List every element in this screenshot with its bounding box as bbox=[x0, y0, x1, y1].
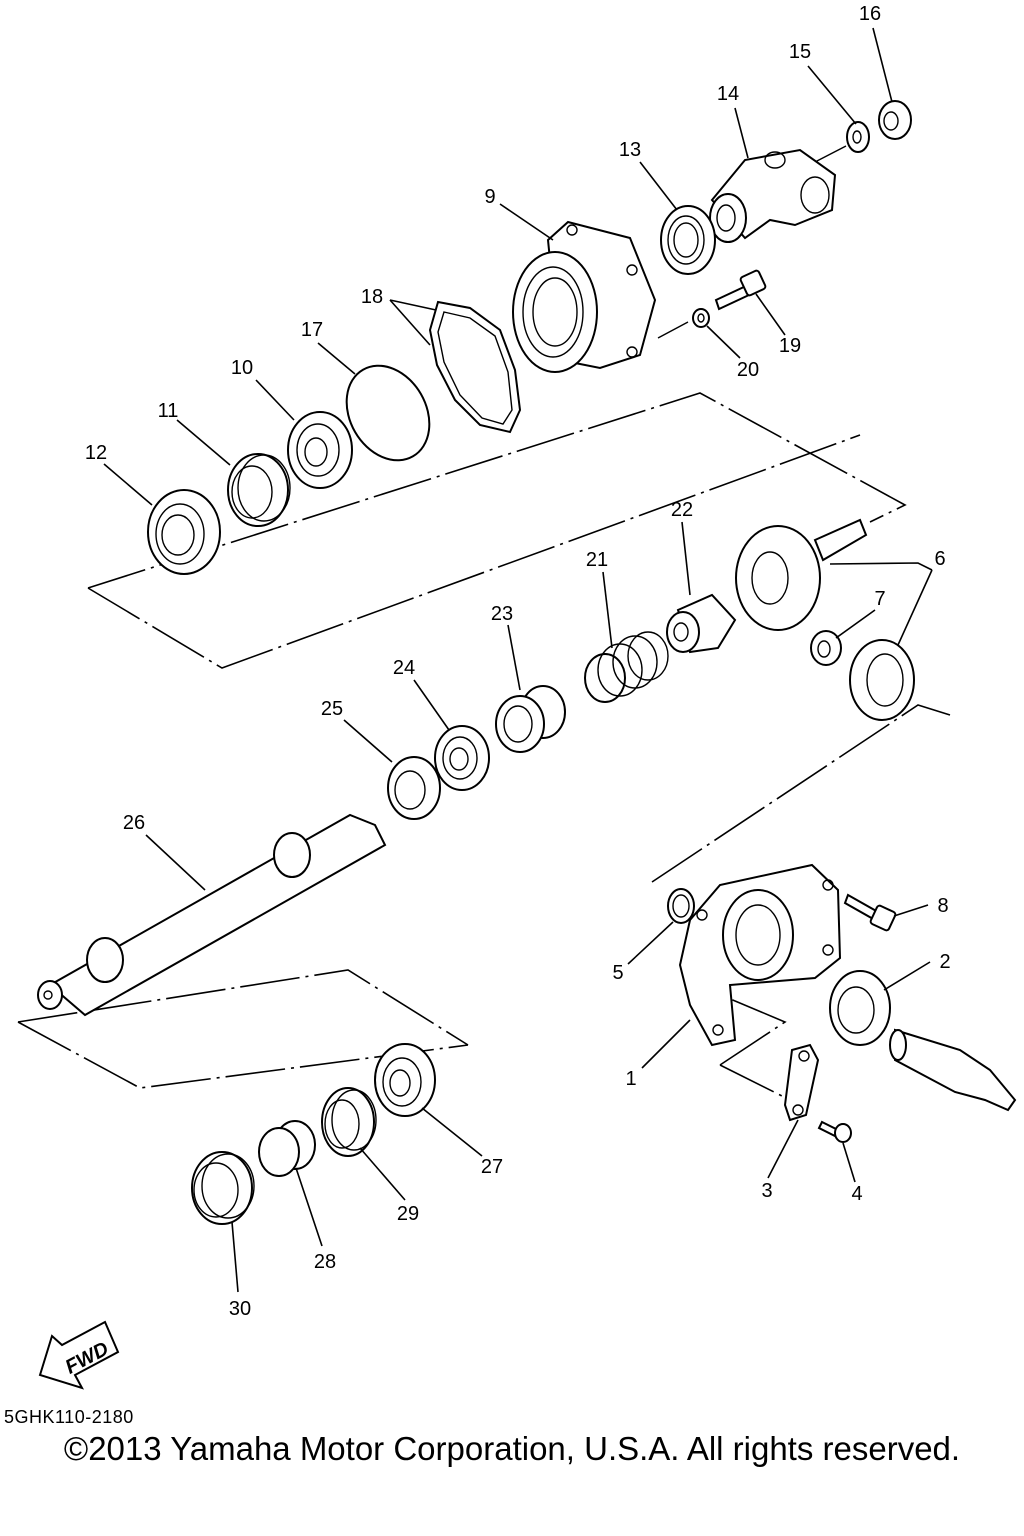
part-24-bearing bbox=[434, 725, 490, 791]
callout-19: 19 bbox=[779, 335, 801, 357]
callout-30: 30 bbox=[229, 1298, 251, 1320]
callout-2: 2 bbox=[939, 951, 950, 973]
callout-5: 5 bbox=[612, 962, 623, 984]
callout-8: 8 bbox=[937, 895, 948, 917]
callout-16: 16 bbox=[859, 3, 881, 25]
part-9-bearing-housing bbox=[512, 220, 657, 373]
callout-3: 3 bbox=[761, 1180, 772, 1202]
part-5-o-ring bbox=[667, 888, 695, 924]
part-8-bolt bbox=[843, 893, 897, 932]
part-4-screw bbox=[817, 1120, 852, 1143]
callout-29: 29 bbox=[397, 1203, 419, 1225]
part-29-ring-nut bbox=[321, 1087, 377, 1157]
callout-22: 22 bbox=[671, 499, 693, 521]
part-14-yoke bbox=[709, 148, 837, 243]
callout-20: 20 bbox=[737, 359, 759, 381]
callout-28: 28 bbox=[314, 1251, 336, 1273]
callout-7: 7 bbox=[874, 588, 885, 610]
callout-21: 21 bbox=[586, 549, 608, 571]
part-16-nut bbox=[878, 100, 912, 140]
callout-15: 15 bbox=[789, 41, 811, 63]
callout-24: 24 bbox=[393, 657, 415, 679]
callout-18: 18 bbox=[361, 286, 383, 308]
callout-13: 13 bbox=[619, 139, 641, 161]
part-13-oil-seal bbox=[660, 205, 716, 275]
callout-6: 6 bbox=[934, 548, 945, 570]
part-20-washer bbox=[692, 308, 710, 328]
leader-lines bbox=[103, 27, 933, 1293]
part-23-collar bbox=[495, 685, 566, 753]
copyright-notice: ©2013 Yamaha Motor Corporation, U.S.A. A… bbox=[63, 1430, 961, 1467]
callout-11: 11 bbox=[158, 400, 179, 422]
callout-9: 9 bbox=[484, 186, 495, 208]
callout-25: 25 bbox=[321, 698, 343, 720]
callout-27: 27 bbox=[481, 1156, 503, 1178]
part-6-gear-set bbox=[735, 518, 915, 721]
part-21-spring bbox=[584, 631, 669, 703]
part-15-washer bbox=[846, 121, 870, 153]
part-12-oil-seal bbox=[147, 489, 221, 575]
part-7-nut bbox=[810, 630, 842, 666]
callout-1: 1 bbox=[625, 1068, 636, 1090]
callout-14: 14 bbox=[717, 83, 739, 105]
assembly-boundaries bbox=[17, 392, 951, 1101]
callout-labels: 16 15 14 13 9 18 17 10 11 12 19 20 22 6 … bbox=[85, 3, 951, 1320]
part-3-bracket bbox=[783, 1043, 820, 1122]
part-17-o-ring bbox=[345, 364, 431, 462]
part-30-oil-seal bbox=[191, 1151, 255, 1225]
callout-12: 12 bbox=[85, 442, 107, 464]
part-25-bearing bbox=[387, 756, 441, 820]
part-26-drive-shaft bbox=[37, 813, 387, 1017]
callout-4: 4 bbox=[851, 1183, 862, 1205]
callout-26: 26 bbox=[123, 812, 145, 834]
part-18-shim bbox=[428, 300, 522, 434]
part-1-case bbox=[678, 863, 842, 1047]
callout-23: 23 bbox=[491, 603, 513, 625]
callout-10: 10 bbox=[231, 357, 253, 379]
exploded-parts-diagram: 16 15 14 13 9 18 17 10 11 12 19 20 22 6 … bbox=[17, 3, 1017, 1390]
part-10-bearing bbox=[287, 411, 353, 489]
part-28-collar bbox=[258, 1120, 316, 1177]
diagram-code: 5GHK110-2180 bbox=[4, 1407, 134, 1427]
part-22-collar bbox=[666, 593, 737, 654]
part-2-oil-seal bbox=[829, 970, 891, 1046]
part-27-bearing bbox=[374, 1043, 436, 1117]
fwd-arrow-icon: FWD bbox=[38, 1320, 120, 1390]
part-output-shaft bbox=[889, 1028, 1017, 1112]
part-19-bolt bbox=[714, 269, 767, 311]
callout-17: 17 bbox=[301, 319, 323, 341]
part-11-ring-nut bbox=[227, 453, 291, 527]
